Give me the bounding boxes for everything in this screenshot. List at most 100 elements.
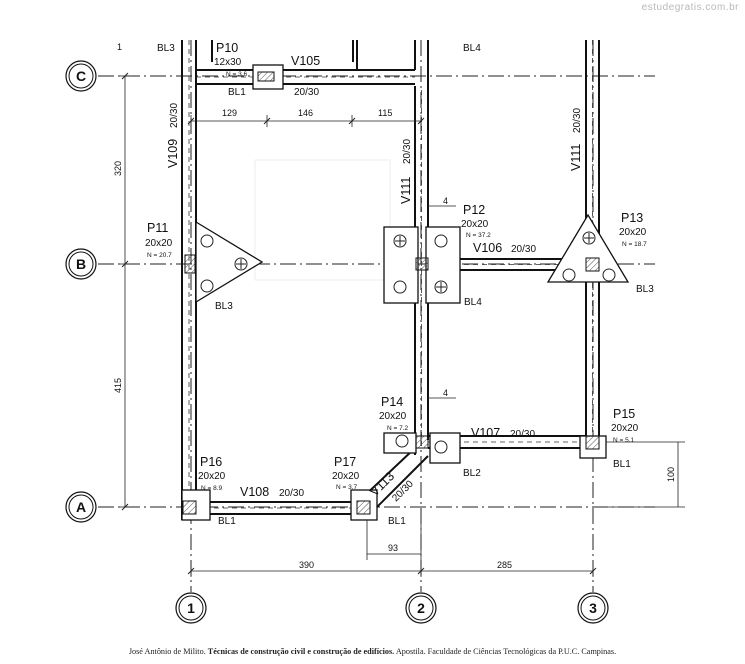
dim-415: 415 — [113, 378, 123, 393]
axis-bubble-3: 3 — [577, 592, 609, 624]
v108-name: V108 — [240, 485, 269, 499]
block-p12-right — [425, 226, 461, 304]
p15-name: P15 — [613, 407, 635, 421]
pillar-p11 — [184, 254, 196, 274]
dim-100: 100 — [666, 467, 676, 482]
p16-size: 20x20 — [198, 471, 226, 482]
v113-size: 20/30 — [390, 478, 416, 504]
axis-label-3: 3 — [589, 600, 597, 616]
p13-load: N = 18.7 — [622, 241, 647, 248]
dim-4b: 4 — [443, 388, 448, 398]
bl3-top-label: BL3 — [157, 43, 175, 54]
block-p11-triangle — [195, 220, 264, 304]
footing-blocks — [181, 64, 630, 521]
p17-size: 20x20 — [332, 471, 360, 482]
pillar-sections — [182, 71, 600, 515]
p12-name: P12 — [463, 203, 485, 217]
dim-390: 390 — [299, 560, 314, 570]
bl4-p12-label: BL4 — [464, 297, 482, 308]
dim-129: 129 — [222, 108, 237, 118]
axis-bubble-b: B — [65, 248, 97, 280]
p11-name: P11 — [147, 221, 168, 235]
p15-load: N = 5.1 — [613, 437, 635, 444]
v111b-size: 20/30 — [572, 108, 583, 133]
dim-285: 285 — [497, 560, 512, 570]
dimension-ticks — [121, 72, 597, 575]
axis-label-2: 2 — [417, 600, 425, 616]
axis-label-b: B — [76, 256, 86, 272]
v107-name: V107 — [471, 426, 500, 440]
v106-name: V106 — [473, 241, 502, 255]
bl2-p14-label: BL2 — [463, 468, 481, 479]
v105-name: V105 — [291, 54, 320, 68]
v106-size: 20/30 — [511, 244, 536, 255]
axis-bubble-a: A — [65, 491, 97, 523]
p13-name: P13 — [621, 211, 643, 225]
pillar-labels: P10 12x30 N = 3.6 P11 20x20 N = 20.7 P12… — [145, 41, 647, 492]
v111a-size: 20/30 — [402, 139, 413, 164]
axis-bubble-c: C — [65, 60, 97, 92]
v111a-name: V111 — [399, 177, 413, 204]
p11-size: 20x20 — [145, 238, 173, 249]
p10-load: N = 3.6 — [226, 71, 248, 78]
caption-rest: Apostila. Faculdade de Ciências Tecnológ… — [395, 647, 617, 656]
block-p13-triangle — [546, 213, 630, 283]
bl3-p13-label: BL3 — [636, 284, 654, 295]
pillar-p12 — [415, 257, 429, 271]
piles — [200, 231, 616, 454]
v109-size: 20/30 — [169, 103, 180, 128]
pillar-p15 — [585, 435, 600, 450]
p14-load: N = 7.2 — [387, 425, 409, 432]
p15-size: 20x20 — [611, 423, 639, 434]
dim-4a: 4 — [443, 196, 448, 206]
dimension-texts: 129 146 115 320 415 390 285 93 100 4 4 1 — [113, 42, 676, 570]
dim-146: 146 — [298, 108, 313, 118]
p17-load: N = 3.7 — [336, 484, 358, 491]
pillar-p13 — [585, 257, 600, 272]
block-p14-left — [383, 432, 417, 454]
dim-1: 1 — [117, 42, 122, 52]
background-frame — [254, 159, 391, 281]
block-p12-left — [383, 226, 419, 304]
bl1-p15-label: BL1 — [613, 459, 631, 470]
axis-bubble-1: 1 — [175, 592, 207, 624]
dim-320: 320 — [113, 161, 123, 176]
bl1-p16-label: BL1 — [218, 516, 236, 527]
block-p14-right — [429, 432, 461, 464]
bl1-p17-label: BL1 — [388, 516, 406, 527]
p10-name: P10 — [216, 41, 238, 55]
watermark: estudegratis.com.br — [641, 2, 739, 13]
v107-size: 20/30 — [510, 429, 535, 440]
caption-author: José Antônio de Milito. — [128, 647, 206, 656]
v105-size: 20/30 — [294, 87, 319, 98]
dim-115: 115 — [378, 108, 392, 118]
pillar-p14 — [415, 435, 429, 449]
block-labels: BL3 BL4 BL1 BL3 BL4 BL3 BL2 BL1 BL1 BL1 — [157, 43, 654, 527]
source-caption: José Antônio de Milito. Técnicas de cons… — [0, 647, 745, 656]
v108-size: 20/30 — [279, 488, 304, 499]
p12-load: N = 37.2 — [466, 232, 491, 239]
p14-name: P14 — [381, 395, 403, 409]
v109-name: V109 — [166, 139, 180, 168]
p10-size: 12x30 — [214, 57, 242, 68]
pillar-p10 — [257, 71, 275, 82]
p14-size: 20x20 — [379, 411, 407, 422]
pillar-p17 — [356, 500, 371, 515]
p11-load: N = 20.7 — [147, 252, 172, 259]
axis-label-c: C — [76, 68, 86, 84]
dimension-lines — [119, 75, 685, 577]
bl1-p10-label: BL1 — [228, 87, 246, 98]
axis-label-a: A — [76, 499, 86, 515]
axis-label-1: 1 — [187, 600, 195, 616]
dim-93: 93 — [388, 543, 398, 553]
bl4-top-label: BL4 — [463, 43, 481, 54]
p16-load: N = 8.9 — [201, 485, 223, 492]
p17-name: P17 — [334, 455, 356, 469]
axis-bubble-2: 2 — [405, 592, 437, 624]
p13-size: 20x20 — [619, 227, 647, 238]
axis-bubbles: C B A 1 2 — [65, 60, 609, 624]
caption-title: Técnicas de construção civil e construçã… — [207, 647, 395, 656]
v111b-name: V111 — [569, 144, 583, 171]
